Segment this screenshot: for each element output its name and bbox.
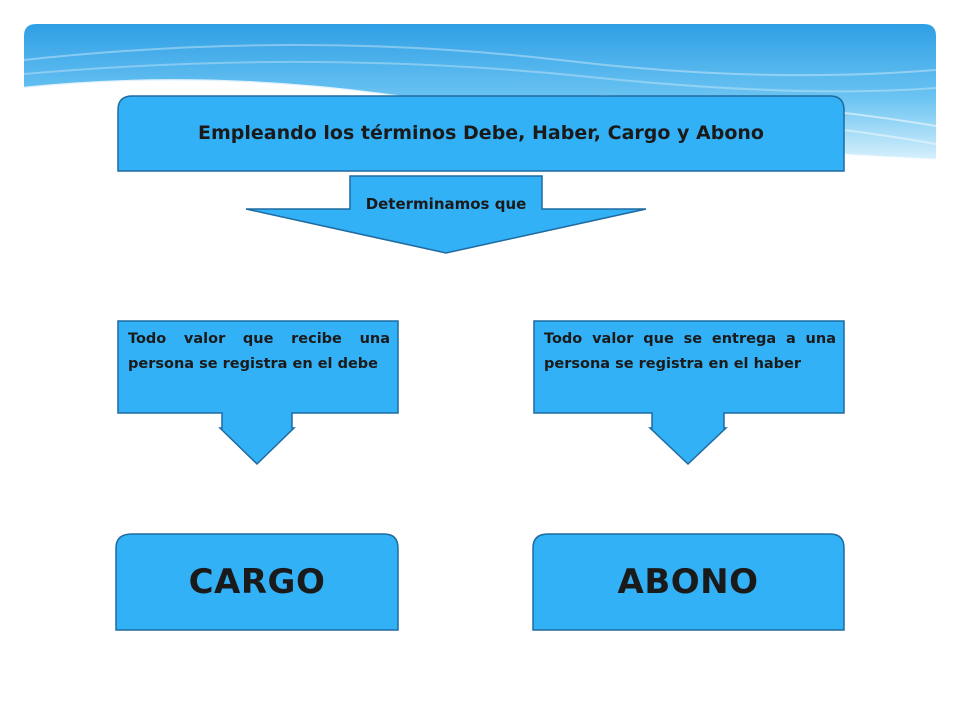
abono-label: ABONO <box>617 562 759 602</box>
right-callout <box>533 320 845 466</box>
right-box-text: Todo valor que se entrega a una persona … <box>544 331 836 372</box>
connector-text: Determinamos que <box>365 195 527 213</box>
cargo-box <box>115 533 399 631</box>
determinamos-arrow <box>245 175 647 254</box>
title-box <box>117 95 845 172</box>
cargo-label: CARGO <box>188 562 326 602</box>
title-text: Empleando los términos Debe, Haber, Carg… <box>198 122 764 144</box>
left-box-text: Todo valor que recibe una persona se reg… <box>128 331 390 372</box>
abono-box <box>532 533 845 631</box>
left-callout <box>117 320 399 466</box>
